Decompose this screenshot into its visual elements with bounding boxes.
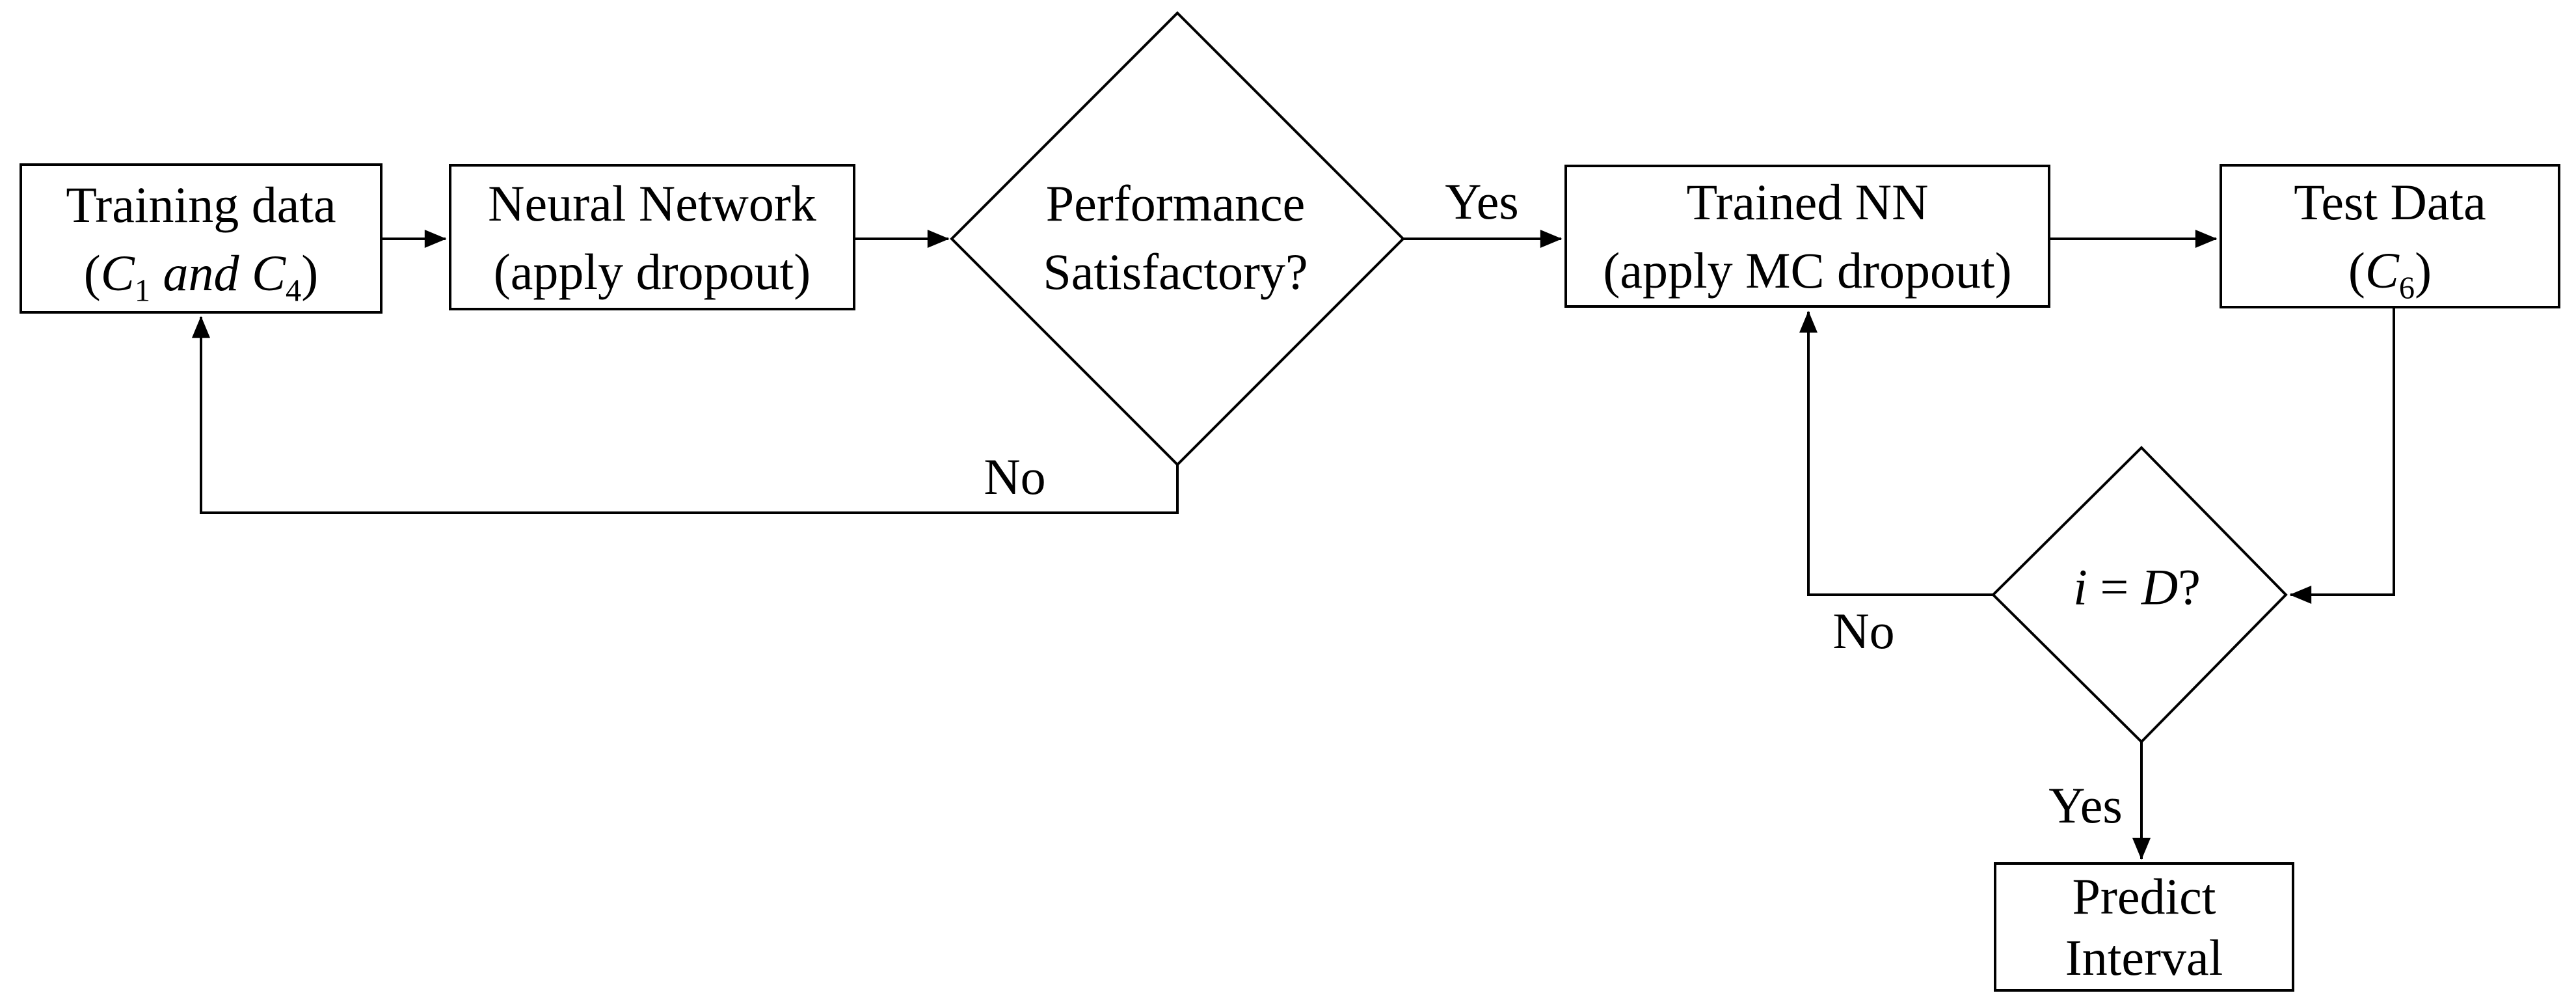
- paren-close: ): [2415, 242, 2432, 299]
- question-mark: ?: [2178, 558, 2201, 616]
- label-iteration-no: No: [1832, 603, 1895, 659]
- math-var-c1: C: [100, 244, 135, 301]
- neural-network-title: Neural Network: [488, 174, 816, 232]
- label-performance-yes: Yes: [1445, 173, 1519, 230]
- math-var-d: D: [2141, 558, 2179, 616]
- paren-open: (: [83, 244, 101, 301]
- test-data-box: Test Data (C6): [2220, 164, 2560, 308]
- predict-interval-line1: Predict: [2072, 867, 2216, 925]
- trained-nn-subtitle: (apply MC dropout): [1603, 242, 2012, 299]
- subscript-6: 6: [2398, 271, 2415, 306]
- performance-question-line2: Satisfactory?: [1043, 243, 1308, 300]
- arrow-test-data-to-iteration: [2289, 308, 2395, 604]
- arrow-iteration-no-to-trained-nn: [1799, 310, 1993, 596]
- iteration-diamond-text: i = D?: [2073, 553, 2201, 621]
- predict-interval-line2: Interval: [2065, 929, 2223, 986]
- label-performance-no: No: [984, 448, 1046, 505]
- training-data-box: Training data (C1 and C4): [20, 163, 382, 314]
- test-data-range: (C6): [2348, 236, 2432, 305]
- math-conjunction: and: [150, 244, 252, 301]
- paren-close: ): [301, 244, 319, 301]
- label-iteration-yes: Yes: [2048, 777, 2123, 834]
- equals-sign: =: [2087, 558, 2141, 616]
- arrow-performance-no-to-training: [192, 316, 1179, 514]
- performance-question-line1: Performance: [1045, 175, 1306, 232]
- math-var-c6: C: [2365, 242, 2399, 299]
- subscript-4: 4: [286, 273, 302, 308]
- neural-network-box: Neural Network (apply dropout): [449, 164, 855, 310]
- subscript-1: 1: [134, 273, 150, 308]
- test-data-title: Test Data: [2294, 174, 2486, 230]
- paren-open: (: [2348, 242, 2365, 299]
- trained-nn-box: Trained NN (apply MC dropout): [1564, 165, 2050, 308]
- training-data-title: Training data: [66, 176, 336, 233]
- training-data-range: (C1 and C4): [84, 239, 318, 307]
- performance-diamond-text: Performance Satisfactory?: [1043, 169, 1308, 306]
- math-var-c4: C: [252, 244, 286, 301]
- neural-network-subtitle: (apply dropout): [493, 243, 811, 300]
- math-var-i: i: [2073, 558, 2087, 616]
- predict-interval-box: Predict Interval: [1994, 862, 2294, 992]
- trained-nn-title: Trained NN: [1686, 174, 1929, 230]
